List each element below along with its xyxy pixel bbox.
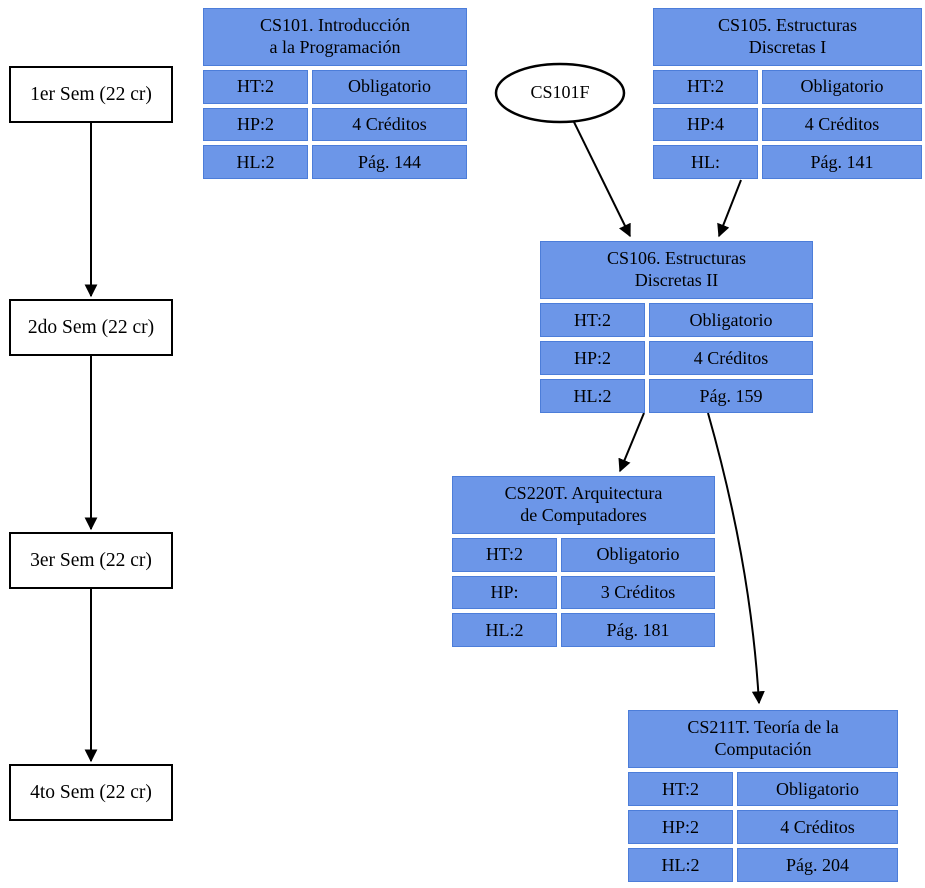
course-hours-cell: HP:2 <box>203 107 308 142</box>
course-row: HL: Pág. 141 <box>653 145 922 180</box>
course-row: HT:2 Obligatorio <box>628 772 898 806</box>
course-title: CS101. Introducción a la Programación <box>203 8 467 66</box>
course-node-cs106: CS106. Estructuras Discretas II HT:2 Obl… <box>540 241 813 413</box>
course-hours-cell: HP: <box>452 575 557 610</box>
course-title-line1: CS220T. Arquitectura <box>504 483 663 504</box>
semester-box-4: 4to Sem (22 cr) <box>9 764 173 821</box>
course-row: HL:2 Pág. 144 <box>203 145 467 180</box>
semester-label-1: 1er Sem (22 cr) <box>30 83 152 105</box>
course-info-cell: 4 Créditos <box>762 107 922 142</box>
semester-label-4: 4to Sem (22 cr) <box>30 781 152 803</box>
course-title: CS106. Estructuras Discretas II <box>540 241 813 299</box>
course-info-cell: Pág. 204 <box>737 848 898 882</box>
semester-box-2: 2do Sem (22 cr) <box>9 299 173 356</box>
course-hours-cell: HP:2 <box>540 341 645 375</box>
course-row: HL:2 Pág. 159 <box>540 379 813 413</box>
course-info-cell: Pág. 181 <box>561 613 715 648</box>
course-hours-cell: HL:2 <box>628 848 733 882</box>
course-hours-cell: HT:2 <box>653 70 758 104</box>
course-hours-cell: HT:2 <box>452 538 557 572</box>
course-node-cs211t: CS211T. Teoría de la Computación HT:2 Ob… <box>628 710 898 882</box>
course-hours-cell: HT:2 <box>203 70 308 104</box>
semester-box-3: 3er Sem (22 cr) <box>9 532 173 589</box>
course-hours-cell: HL:2 <box>540 379 645 413</box>
course-row: HP:4 4 Créditos <box>653 107 922 142</box>
course-info-cell: Pág. 159 <box>649 379 813 413</box>
course-row: HT:2 Obligatorio <box>203 70 467 104</box>
course-row: HL:2 Pág. 181 <box>452 613 715 648</box>
course-hours-cell: HP:4 <box>653 107 758 142</box>
course-title-line2: Discretas I <box>748 37 827 57</box>
course-title: CS220T. Arquitectura de Computadores <box>452 476 715 534</box>
course-title-line2: Computación <box>714 739 812 759</box>
course-title-line1: CS105. Estructuras <box>718 15 857 36</box>
course-row: HP: 3 Créditos <box>452 575 715 610</box>
course-title-line1: CS106. Estructuras <box>607 248 746 269</box>
course-row: HT:2 Obligatorio <box>452 538 715 572</box>
course-info-cell: Obligatorio <box>649 303 813 337</box>
course-info-cell: Pág. 141 <box>762 145 922 180</box>
course-info-cell: Pág. 144 <box>312 145 467 180</box>
course-info-cell: Obligatorio <box>561 538 715 572</box>
course-hours-cell: HT:2 <box>540 303 645 337</box>
edge-cs105-cs106 <box>717 179 742 238</box>
course-info-cell: 4 Créditos <box>649 341 813 375</box>
course-info-cell: 4 Créditos <box>312 107 467 142</box>
course-row: HL:2 Pág. 204 <box>628 848 898 882</box>
course-title-line2: a la Programación <box>269 37 401 57</box>
course-info-cell: 4 Créditos <box>737 810 898 844</box>
edge-cs106-cs220t <box>618 412 645 473</box>
prereq-node-label: CS101F <box>530 82 590 102</box>
course-hours-cell: HL:2 <box>203 145 308 180</box>
course-title: CS105. Estructuras Discretas I <box>653 8 922 66</box>
course-row: HP:2 4 Créditos <box>628 810 898 844</box>
course-node-cs220t: CS220T. Arquitectura de Computadores HT:… <box>452 476 715 648</box>
course-row: HT:2 Obligatorio <box>540 303 813 337</box>
edge-cs101f-cs106 <box>572 119 631 238</box>
semester-label-3: 3er Sem (22 cr) <box>30 549 152 571</box>
course-hours-cell: HT:2 <box>628 772 733 806</box>
course-hours-cell: HL:2 <box>452 613 557 648</box>
course-title-line1: CS101. Introducción <box>260 15 410 36</box>
course-title-line1: CS211T. Teoría de la <box>687 717 839 738</box>
prereq-node-ellipse <box>494 62 626 124</box>
course-info-cell: 3 Créditos <box>561 575 715 610</box>
course-title-line2: Discretas II <box>634 270 719 290</box>
course-row: HT:2 Obligatorio <box>653 70 922 104</box>
semester-box-1: 1er Sem (22 cr) <box>9 66 173 123</box>
course-row: HP:2 4 Créditos <box>540 341 813 375</box>
semester-label-2: 2do Sem (22 cr) <box>27 316 155 338</box>
course-title-line2: de Computadores <box>520 505 647 525</box>
course-hours-cell: HP:2 <box>628 810 733 844</box>
course-row: HP:2 4 Créditos <box>203 107 467 142</box>
course-info-cell: Obligatorio <box>312 70 467 104</box>
course-info-cell: Obligatorio <box>762 70 922 104</box>
course-title: CS211T. Teoría de la Computación <box>628 710 898 768</box>
course-hours-cell: HL: <box>653 145 758 180</box>
course-node-cs101: CS101. Introducción a la Programación HT… <box>203 8 467 180</box>
edge-cs106-cs211t <box>707 412 765 705</box>
course-info-cell: Obligatorio <box>737 772 898 806</box>
course-node-cs105: CS105. Estructuras Discretas I HT:2 Obli… <box>653 8 922 180</box>
